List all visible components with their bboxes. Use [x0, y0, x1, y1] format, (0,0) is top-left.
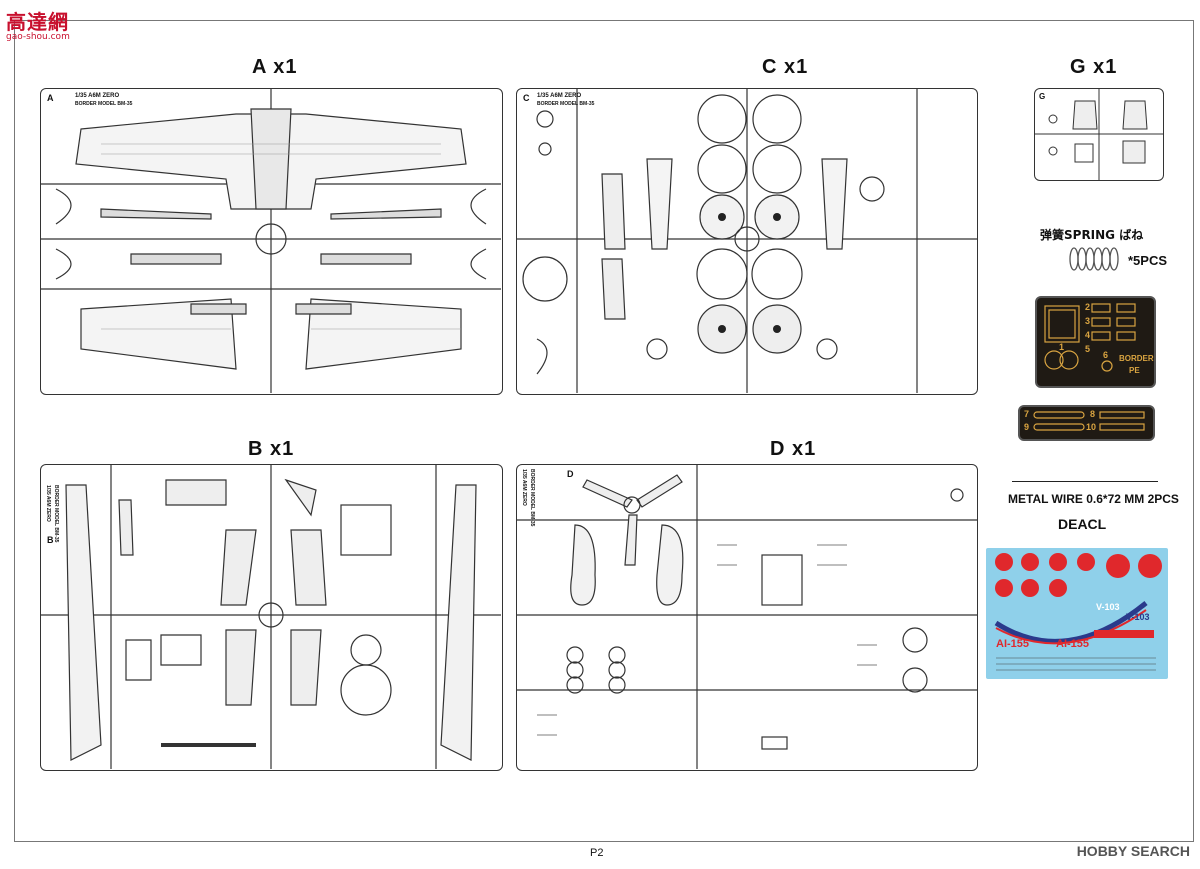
sprue-c: C 1/35 A6M ZERO BORDER MODEL BM-35: [516, 88, 978, 395]
sprue-g-letter: G: [1039, 92, 1046, 101]
sprue-a-sub: BORDER MODEL BM-35: [75, 101, 133, 107]
pe-num-5: 5: [1085, 344, 1091, 354]
decal-sheet-drawing: [994, 553, 1162, 671]
sprue-b-letter: B: [47, 535, 54, 545]
sprue-d-sub: BORDER MODEL BM-35: [529, 469, 535, 527]
page-frame: [14, 20, 1194, 842]
sprue-c-title: C x1: [762, 56, 809, 78]
sprue-c-letter: C: [523, 93, 530, 103]
pe-num-2: 2: [1085, 302, 1091, 312]
sprue-d-header: 1/35 A6M ZERO: [521, 469, 527, 506]
decal-label: DEACL: [1058, 516, 1107, 532]
page-number: P2: [590, 847, 604, 859]
sprue-a-header: 1/35 A6M ZERO: [75, 93, 120, 99]
pe-brand: BORDER: [1119, 354, 1154, 363]
sprue-b-title: B x1: [248, 438, 295, 460]
pe-num-3: 3: [1085, 316, 1091, 326]
watermark-brand: 高達網: [6, 10, 69, 34]
sprue-c-drawing: [517, 89, 977, 393]
sprue-b-header: 1/35 A6M ZERO: [45, 485, 51, 522]
pe-num-6: 6: [1103, 350, 1109, 360]
decal-code-2: AI-155: [1056, 638, 1090, 650]
sprue-a-drawing: [41, 89, 501, 393]
watermark: 高達網 gao-shou.com: [6, 6, 70, 42]
decal-code-3: V-103: [1096, 602, 1120, 612]
spring-qty: *5PCS: [1128, 253, 1168, 268]
sprue-b-drawing: [41, 465, 501, 769]
pe-fret-strip: 7 8 9 10: [1018, 405, 1155, 441]
metal-wire-line: [1012, 481, 1158, 482]
pe-fret-main: 2 3 4 5 1 6 BORDER PE: [1035, 296, 1156, 388]
sprue-a: A 1/35 A6M ZERO BORDER MODEL BM-35: [40, 88, 503, 395]
sprue-b: B 1/35 A6M ZERO BORDER MODEL BM-35: [40, 464, 503, 771]
pe-num-4: 4: [1085, 330, 1091, 340]
pe-num-9: 9: [1024, 422, 1030, 432]
sprue-c-header: 1/35 A6M ZERO: [537, 93, 582, 99]
decal-sheet: AI-155 AI-155 V-103 V-103: [986, 548, 1168, 679]
watermark-site: gao-shou.com: [6, 32, 70, 42]
sprue-a-letter: A: [47, 93, 54, 103]
sprue-g-title: G x1: [1070, 56, 1118, 78]
pe-num-8: 8: [1090, 409, 1096, 419]
metal-wire-label: METAL WIRE 0.6*72 MM 2PCS: [1008, 492, 1179, 506]
pe-num-7: 7: [1024, 409, 1030, 419]
pe-fret-main-drawing: [1044, 303, 1136, 372]
pe-sub: PE: [1129, 366, 1140, 375]
sprue-g-drawing: [1035, 89, 1163, 180]
sprue-d-drawing: [517, 465, 977, 769]
sprue-d: D 1/35 A6M ZERO BORDER MODEL BM-35: [516, 464, 978, 771]
pe-num-10: 10: [1086, 422, 1097, 432]
decal-code-1: AI-155: [996, 638, 1030, 650]
sprue-a-title: A x1: [252, 56, 298, 78]
pe-fret-strip-drawing: [1033, 411, 1145, 431]
sprue-d-letter: D: [567, 469, 574, 479]
hobby-search-logo: HOBBY SEARCH: [1076, 843, 1190, 859]
pe-num-1: 1: [1059, 342, 1065, 352]
spring-label: 弹簧SPRING ばね: [1040, 228, 1144, 242]
sprue-d-title: D x1: [770, 438, 817, 460]
sprue-g: G: [1034, 88, 1164, 181]
sprue-b-sub: BORDER MODEL BM-35: [53, 485, 59, 543]
sprue-c-sub: BORDER MODEL BM-35: [537, 101, 595, 107]
spring-icon: [1069, 247, 1119, 271]
decal-code-4: V-103: [1126, 612, 1150, 622]
